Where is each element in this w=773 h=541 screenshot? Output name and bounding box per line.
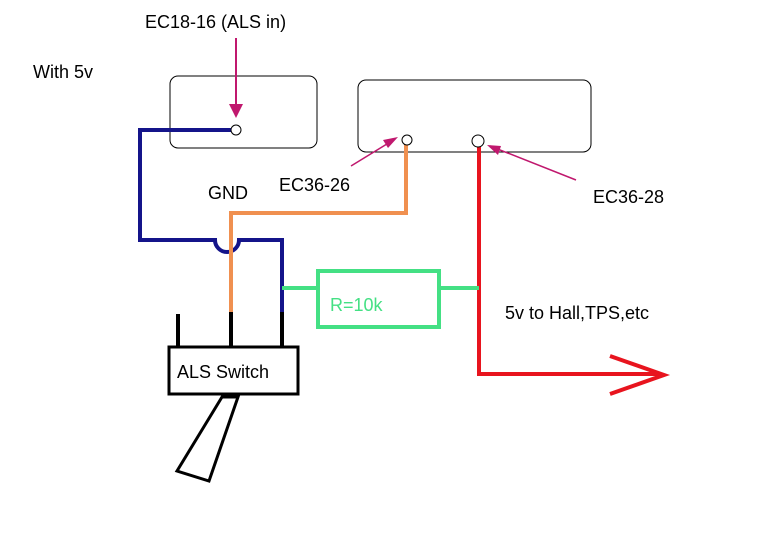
ec36-connector-box xyxy=(357,79,592,153)
label-resistor: R=10k xyxy=(330,295,383,315)
ec36-26-pin xyxy=(401,134,413,146)
power-wire-ec36-28 xyxy=(477,141,660,376)
switch-toggle-lever xyxy=(174,395,241,483)
output-arrowhead xyxy=(609,354,671,396)
resistor-body xyxy=(316,269,441,329)
ec18-connector-box xyxy=(169,75,318,149)
label-gnd: GND xyxy=(208,183,248,203)
label-ec36-28: EC36-28 xyxy=(593,187,665,207)
label-output: 5v to Hall,TPS,etc xyxy=(505,303,650,323)
pointer-arrow-ec36-26 xyxy=(350,137,398,167)
signal-wire-ec36-26 xyxy=(229,140,408,314)
ground-wire xyxy=(138,128,284,312)
label-ec18-16: EC18-16 (ALS in) xyxy=(145,12,287,32)
label-ec36-26: EC36-26 xyxy=(279,175,351,195)
pointer-arrow-ec36-28 xyxy=(487,145,577,181)
pointer-arrow-ec18-16 xyxy=(229,38,243,118)
ec36-28-pin xyxy=(471,134,485,148)
label-with-5v: With 5v xyxy=(33,62,94,82)
label-als-switch: ALS Switch xyxy=(177,362,270,382)
als-switch-body xyxy=(167,345,300,396)
ec18-16-pin xyxy=(230,124,242,136)
